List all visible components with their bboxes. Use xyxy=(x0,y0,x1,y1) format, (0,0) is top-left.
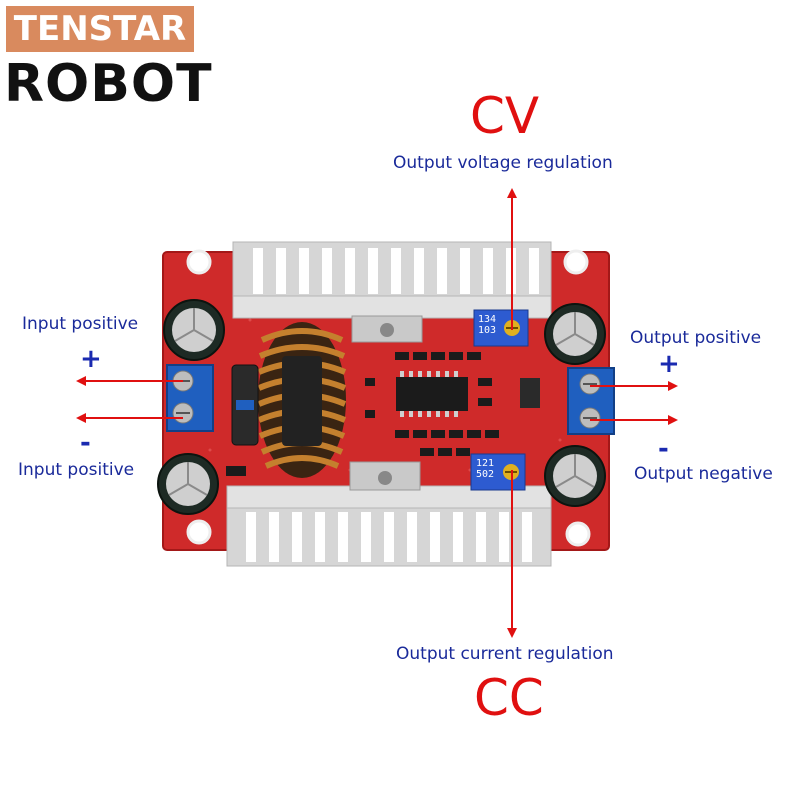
cc-title: CC xyxy=(474,669,544,727)
output-plus-sign: + xyxy=(658,349,680,379)
input-negative-label: Input positive xyxy=(18,460,135,480)
cv-title: CV xyxy=(470,87,540,145)
smd-components xyxy=(226,352,540,476)
cc-pot-line2: 502 xyxy=(476,469,495,480)
brand-logo-bottom: ROBOT xyxy=(4,54,213,114)
capacitors xyxy=(157,299,606,515)
cv-caption: Output voltage regulation xyxy=(393,153,613,173)
input-terminal xyxy=(166,364,214,432)
heatsink-top xyxy=(232,241,552,319)
cv-potentiometer xyxy=(473,309,529,347)
input-plus-sign: + xyxy=(80,344,102,374)
cv-pot-line1: 134 xyxy=(478,314,497,325)
cv-pot-marking: 134 103 xyxy=(478,314,496,336)
cc-pot-marking: 121 502 xyxy=(476,458,494,480)
output-positive-label: Output positive xyxy=(630,328,762,348)
input-minus-sign: - xyxy=(80,428,91,458)
mounting-holes xyxy=(186,249,591,547)
mosfets xyxy=(349,315,423,491)
output-minus-sign: - xyxy=(658,434,669,464)
toroid-inductor xyxy=(257,322,347,478)
control-ic xyxy=(396,371,468,417)
brand-logo-top: TENSTAR xyxy=(6,6,194,52)
output-negative-label: Output negative xyxy=(634,464,773,484)
cc-caption: Output current regulation xyxy=(396,644,614,664)
annotation-arrows xyxy=(76,188,678,638)
input-positive-label: Input positive xyxy=(22,314,139,334)
cc-pot-line1: 121 xyxy=(476,458,495,469)
diode xyxy=(231,364,259,446)
cv-pot-line2: 103 xyxy=(478,325,497,336)
output-terminal xyxy=(567,367,615,435)
heatsink-bottom xyxy=(226,485,552,567)
